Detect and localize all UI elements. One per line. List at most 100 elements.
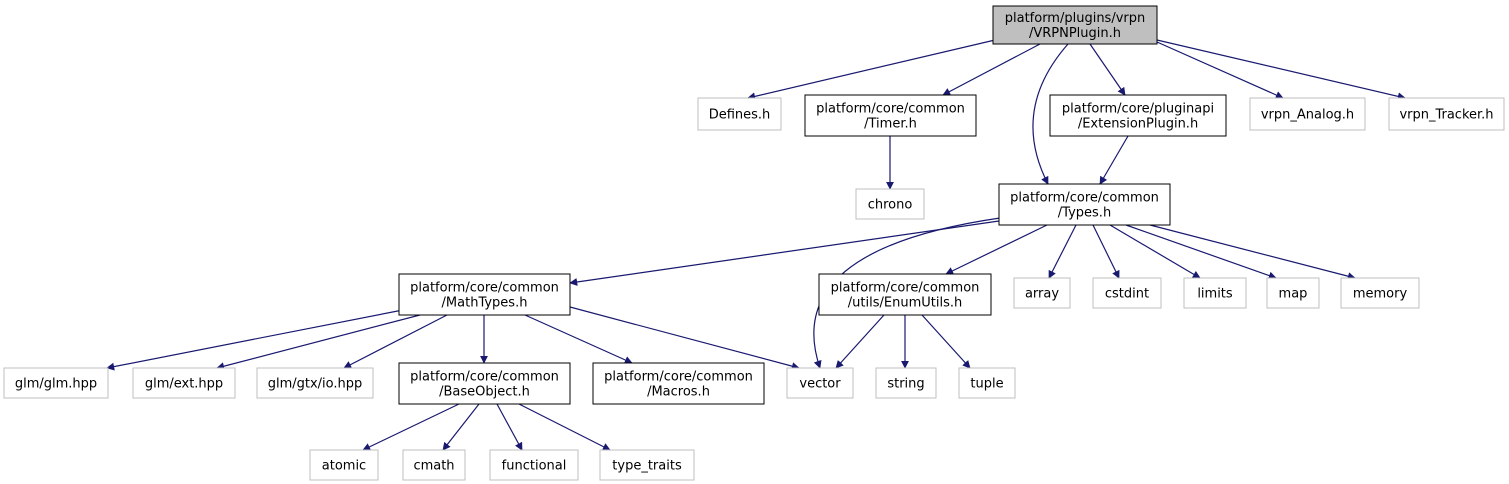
node-label-macros-line-1: platform/core/common	[604, 370, 753, 385]
node-cmath: cmath	[402, 449, 466, 481]
node-baseobject[interactable]: platform/core/common/BaseObject.h	[398, 362, 571, 405]
edge-types-to-array	[1048, 224, 1077, 279]
edge-vrpnplugin-to-vrpn-analog	[1156, 41, 1284, 99]
node-box-types	[998, 183, 1171, 226]
node-enumutils[interactable]: platform/core/common/utils/EnumUtils.h	[818, 273, 992, 316]
node-box-enumutils	[818, 273, 992, 316]
node-label-mathtypes-line-2: /MathTypes.h	[442, 296, 528, 311]
node-box-defines	[697, 97, 782, 131]
node-label-vrpn-analog-line-1: vrpn_Analog.h	[1261, 108, 1354, 123]
node-tuple: tuple	[958, 367, 1016, 399]
node-box-cstdint	[1092, 277, 1162, 309]
node-label-glm-ext-line-1: glm/ext.hpp	[145, 377, 223, 392]
node-timer[interactable]: platform/core/common/Timer.h	[804, 94, 977, 137]
edge-types-to-enumutils	[945, 224, 1048, 275]
node-glm-ext: glm/ext.hpp	[132, 367, 236, 399]
node-vrpnplugin[interactable]: platform/plugins/vrpn/VRPNPlugin.h	[992, 5, 1158, 45]
node-label-macros-line-2: /Macros.h	[647, 385, 710, 400]
edge-mathtypes-to-macros	[524, 314, 633, 364]
node-atomic: atomic	[309, 449, 379, 481]
edge-vrpnplugin-to-vrpn-tracker	[1156, 39, 1406, 101]
nodes-layer: platform/plugins/vrpn/VRPNPlugin.hDefine…	[3, 5, 1505, 481]
node-label-baseobject-line-1: platform/core/common	[410, 370, 559, 385]
node-label-string-line-1: string	[887, 377, 924, 392]
edge-vrpnplugin-to-types	[1032, 43, 1069, 185]
node-box-limits	[1183, 277, 1247, 309]
node-box-functional	[489, 449, 579, 481]
edges-layer	[106, 39, 1406, 451]
node-box-chrono	[855, 188, 925, 220]
node-box-glm-glm	[3, 367, 109, 399]
edge-types-to-vector	[813, 217, 1001, 369]
node-box-mathtypes	[398, 273, 571, 316]
node-vector: vector	[786, 367, 854, 399]
node-label-enumutils-line-1: platform/core/common	[831, 281, 980, 296]
node-types[interactable]: platform/core/common/Types.h	[998, 183, 1171, 226]
edge-types-to-memory	[1149, 224, 1356, 281]
node-limits: limits	[1183, 277, 1247, 309]
node-box-baseobject	[398, 362, 571, 405]
edge-types-to-limits	[1109, 224, 1201, 279]
node-label-vrpn-tracker-line-1: vrpn_Tracker.h	[1399, 108, 1493, 123]
edge-enumutils-to-vector	[835, 314, 885, 369]
node-label-extensionplugin-line-1: platform/core/pluginapi	[1062, 102, 1214, 117]
node-label-extensionplugin-line-2: /ExtensionPlugin.h	[1078, 117, 1198, 132]
edge-enumutils-to-tuple	[921, 314, 971, 369]
node-label-defines-line-1: Defines.h	[709, 108, 771, 123]
node-memory: memory	[1340, 277, 1420, 309]
node-vrpn-analog: vrpn_Analog.h	[1249, 97, 1366, 131]
node-label-vrpnplugin-line-2: /VRPNPlugin.h	[1029, 26, 1121, 41]
node-box-extensionplugin	[1049, 94, 1227, 137]
edge-mathtypes-to-glm-gtx-io	[343, 314, 448, 369]
edge-mathtypes-to-glm-ext	[216, 314, 421, 371]
node-label-array-line-1: array	[1025, 287, 1059, 302]
node-box-array	[1013, 277, 1071, 309]
node-label-types-line-2: /Types.h	[1058, 206, 1111, 221]
node-map: map	[1266, 277, 1320, 309]
node-box-cmath	[402, 449, 466, 481]
node-array: array	[1013, 277, 1071, 309]
edge-baseobject-to-cmath	[442, 403, 480, 451]
node-macros[interactable]: platform/core/common/Macros.h	[592, 362, 765, 405]
edge-baseobject-to-atomic	[362, 403, 460, 451]
node-label-limits-line-1: limits	[1197, 287, 1233, 302]
node-box-macros	[592, 362, 765, 405]
node-mathtypes[interactable]: platform/core/common/MathTypes.h	[398, 273, 571, 316]
node-label-vrpnplugin-line-1: platform/plugins/vrpn	[1005, 11, 1146, 26]
node-extensionplugin[interactable]: platform/core/pluginapi/ExtensionPlugin.…	[1049, 94, 1227, 137]
node-label-chrono-line-1: chrono	[868, 198, 913, 213]
node-box-glm-ext	[132, 367, 236, 399]
edge-mathtypes-to-vector	[569, 306, 800, 371]
node-label-tuple-line-1: tuple	[970, 377, 1003, 392]
node-label-functional-line-1: functional	[502, 459, 567, 474]
edge-mathtypes-to-glm-glm	[106, 308, 409, 371]
node-box-vrpn-tracker	[1388, 97, 1505, 131]
node-box-atomic	[309, 449, 379, 481]
node-functional: functional	[489, 449, 579, 481]
node-label-timer-line-2: /Timer.h	[864, 117, 917, 132]
node-label-memory-line-1: memory	[1353, 287, 1408, 302]
node-label-map-line-1: map	[1279, 287, 1308, 302]
node-type-traits: type_traits	[599, 449, 695, 481]
node-label-glm-glm-line-1: glm/glm.hpp	[15, 377, 97, 392]
node-chrono: chrono	[855, 188, 925, 220]
node-box-vector	[786, 367, 854, 399]
node-label-enumutils-line-2: /utils/EnumUtils.h	[848, 296, 962, 311]
node-label-mathtypes-line-1: platform/core/common	[410, 281, 559, 296]
node-box-vrpn-analog	[1249, 97, 1366, 131]
node-vrpn-tracker: vrpn_Tracker.h	[1388, 97, 1505, 131]
node-string: string	[875, 367, 937, 399]
node-box-type-traits	[599, 449, 695, 481]
node-box-string	[875, 367, 937, 399]
node-label-cmath-line-1: cmath	[413, 459, 454, 474]
node-cstdint: cstdint	[1092, 277, 1162, 309]
node-label-baseobject-line-2: /BaseObject.h	[439, 385, 530, 400]
edge-types-to-cstdint	[1092, 224, 1120, 279]
node-label-glm-gtx-io-line-1: glm/gtx/io.hpp	[268, 377, 363, 392]
node-box-map	[1266, 277, 1320, 309]
node-box-memory	[1340, 277, 1420, 309]
node-box-vrpnplugin	[992, 5, 1158, 45]
node-glm-glm: glm/glm.hpp	[3, 367, 109, 399]
node-label-timer-line-1: platform/core/common	[816, 102, 965, 117]
